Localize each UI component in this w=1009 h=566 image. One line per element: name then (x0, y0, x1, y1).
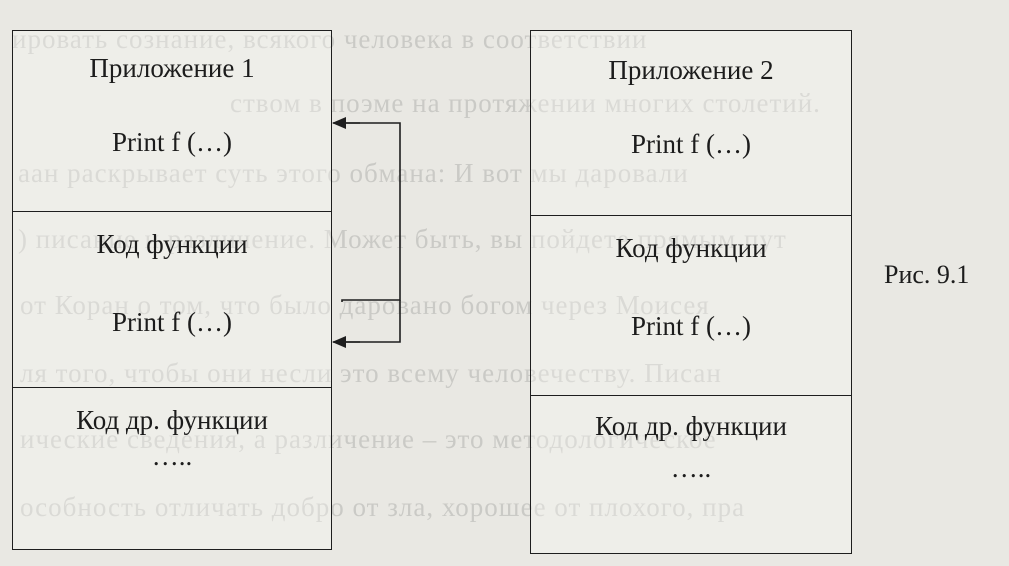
application-1-printf-call-2: Print f (…) (112, 307, 232, 337)
divider (531, 395, 851, 396)
application-2-title: Приложение 2 (608, 55, 774, 85)
background-text-line: от Коран о том, что было даровано богом … (20, 290, 710, 320)
background-text-line: ля того, чтобы они несли это всему челов… (20, 358, 722, 388)
background-text-line: ) писание и различение. Может быть, вы п… (18, 224, 787, 254)
background-text-line: ировать сознание, всякого человека в соо… (12, 24, 648, 54)
application-1-other-function: Код др. функции (76, 405, 268, 435)
application-1-ellipsis: ….. (151, 441, 193, 471)
application-2-ellipsis: ….. (670, 453, 712, 483)
application-2-box: Приложение 2 Print f (…) Код функции Pri… (530, 30, 852, 554)
application-2-printf-call-2: Print f (…) (631, 311, 751, 341)
return-arrow (335, 122, 401, 302)
application-2-function-code: Код функции (615, 233, 767, 263)
application-1-box: Приложение 1 Print f (…) Код функции Pri… (12, 30, 332, 550)
application-2-other-function: Код др. функции (595, 411, 787, 441)
background-text-line: аан раскрывает суть этого обмана: И вот … (18, 158, 689, 188)
application-1-printf-call-1: Print f (…) (112, 127, 232, 157)
background-text-line: особность отличать добро от зла, хорошее… (20, 492, 746, 522)
figure-caption: Рис. 9.1 (884, 260, 970, 289)
divider (13, 211, 331, 212)
application-1-title: Приложение 1 (89, 53, 255, 83)
divider (13, 387, 331, 388)
background-text-line: ством в поэме на протяжении многих столе… (230, 88, 821, 118)
divider (531, 215, 851, 216)
second-arrow-path (342, 300, 401, 343)
background-text-line: ические сведения, а различение – это мет… (20, 424, 717, 454)
application-1-function-code: Код функции (96, 229, 248, 259)
application-2-printf-call-1: Print f (…) (631, 129, 751, 159)
